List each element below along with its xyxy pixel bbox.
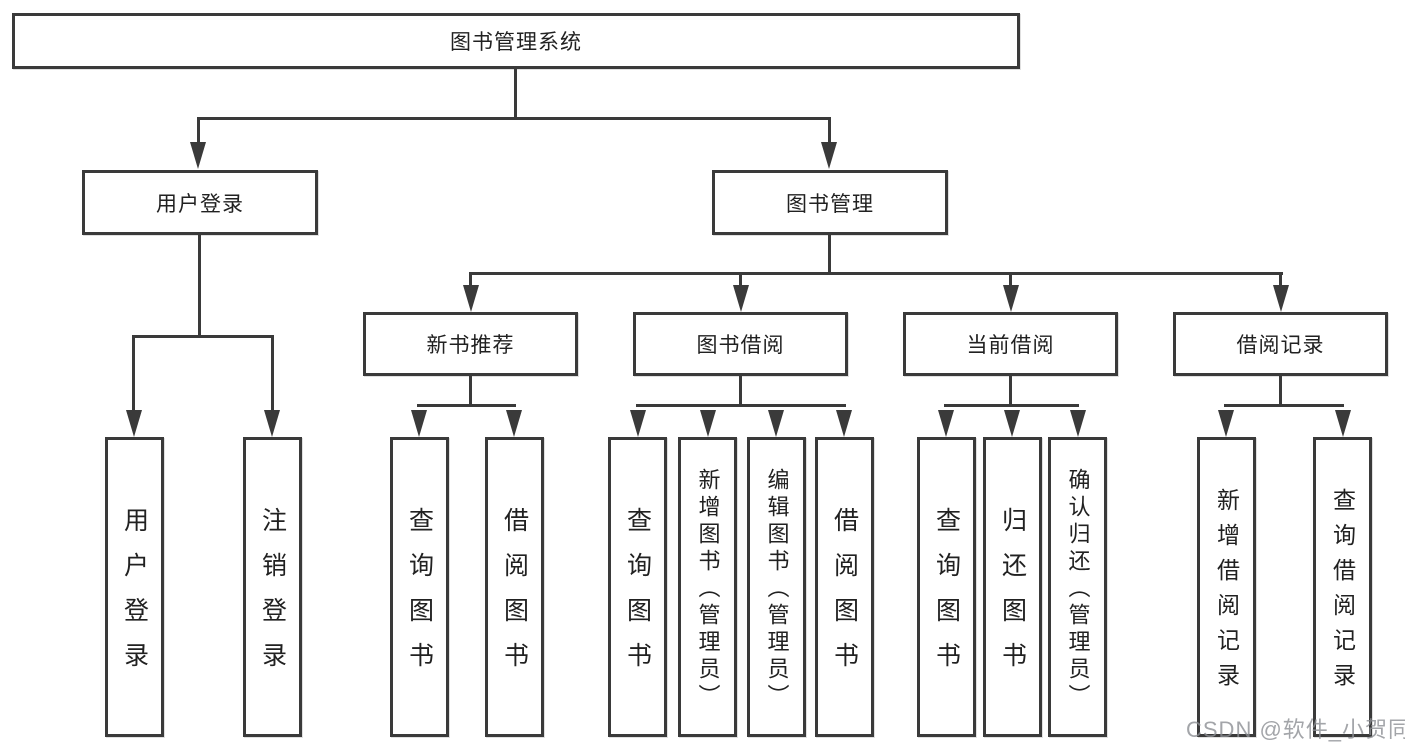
connector-newbooks-split: [417, 404, 516, 407]
arrow-down-icon: [411, 410, 427, 437]
leaf-logout: 注销登录: [243, 437, 302, 737]
connector-borrowrecords-split: [1224, 404, 1344, 407]
connector-bookmgmt-drop: [1009, 272, 1012, 288]
leaf-records-add-label: 新增借阅记录: [1213, 488, 1240, 698]
connector-root-stem: [514, 68, 517, 120]
arrow-down-icon: [938, 410, 954, 437]
connector-root-right-drop: [828, 117, 831, 145]
arrow-down-icon: [836, 410, 852, 437]
leaf-current-confirm-label: 确认归还（管理员）: [1065, 468, 1091, 711]
leaf-borrow-borrow: 借阅图书: [815, 437, 874, 737]
arrow-down-icon: [1003, 285, 1019, 312]
connector-newbooks-stem: [469, 376, 472, 407]
node-new-books: 新书推荐: [363, 312, 578, 376]
connector-currentborrow-split: [944, 404, 1079, 407]
leaf-borrow-borrow-label: 借阅图书: [830, 507, 859, 687]
node-book-management-label: 图书管理: [786, 192, 874, 216]
leaf-newbooks-borrow-label: 借阅图书: [500, 507, 529, 687]
node-book-borrowing: 图书借阅: [633, 312, 848, 376]
arrow-down-icon: [264, 410, 280, 437]
csdn-watermark: CSDN @软件_小贺同学: [1186, 717, 1405, 742]
leaf-borrow-query-label: 查询图书: [623, 507, 652, 687]
node-user-login-label: 用户登录: [156, 192, 244, 216]
arrow-down-icon: [821, 142, 837, 169]
leaf-borrow-add: 新增图书（管理员）: [678, 437, 737, 737]
leaf-newbooks-query-label: 查询图书: [405, 507, 434, 687]
connector-bookborrow-stem: [739, 376, 742, 407]
leaf-records-add: 新增借阅记录: [1197, 437, 1256, 737]
arrow-down-icon: [190, 142, 206, 169]
leaf-newbooks-borrow: 借阅图书: [485, 437, 544, 737]
node-book-management: 图书管理: [712, 170, 948, 235]
leaf-borrow-query: 查询图书: [608, 437, 667, 737]
node-root: 图书管理系统: [12, 13, 1020, 69]
arrow-down-icon: [630, 410, 646, 437]
leaf-current-confirm: 确认归还（管理员）: [1048, 437, 1107, 737]
connector-bookborrow-split: [636, 404, 846, 407]
leaf-records-query-label: 查询借阅记录: [1329, 488, 1356, 698]
node-borrowing-records-label: 借阅记录: [1236, 334, 1325, 357]
leaf-logout-label: 注销登录: [258, 507, 287, 687]
leaf-borrow-edit-label: 编辑图书（管理员）: [764, 468, 790, 711]
arrow-down-icon: [1218, 410, 1234, 437]
node-current-borrowing-label: 当前借阅: [966, 334, 1055, 357]
leaf-user-login: 用户登录: [105, 437, 164, 737]
arrow-down-icon: [506, 410, 522, 437]
connector-currentborrow-stem: [1009, 376, 1012, 407]
connector-bookmgmt-drop: [469, 272, 472, 288]
node-new-books-label: 新书推荐: [426, 334, 515, 357]
connector-borrowrecords-stem: [1279, 376, 1282, 407]
arrow-down-icon: [126, 410, 142, 437]
leaf-user-login-label: 用户登录: [120, 507, 149, 687]
leaf-current-return-label: 归还图书: [998, 507, 1027, 687]
connector-bookmgmt-split: [469, 272, 1283, 275]
node-book-borrowing-label: 图书借阅: [696, 334, 785, 357]
leaf-borrow-add-label: 新增图书（管理员）: [695, 468, 721, 711]
connector-bookmgmt-drop: [739, 272, 742, 288]
connector-root-left-drop: [197, 117, 200, 145]
arrow-down-icon: [768, 410, 784, 437]
node-user-login: 用户登录: [82, 170, 318, 235]
node-root-label: 图书管理系统: [450, 31, 582, 54]
connector-bookmgmt-stem: [828, 235, 831, 275]
leaf-borrow-edit: 编辑图书（管理员）: [747, 437, 806, 737]
connector-userlogin-split: [132, 335, 274, 338]
connector-userlogin-left-drop: [132, 335, 135, 412]
leaf-current-return: 归还图书: [983, 437, 1042, 737]
arrow-down-icon: [1004, 410, 1020, 437]
connector-userlogin-stem: [198, 235, 201, 337]
node-current-borrowing: 当前借阅: [903, 312, 1118, 376]
connector-userlogin-right-drop: [271, 335, 274, 412]
arrow-down-icon: [1070, 410, 1086, 437]
leaf-current-query-label: 查询图书: [932, 507, 961, 687]
leaf-newbooks-query: 查询图书: [390, 437, 449, 737]
arrow-down-icon: [1273, 285, 1289, 312]
arrow-down-icon: [733, 285, 749, 312]
node-borrowing-records: 借阅记录: [1173, 312, 1388, 376]
connector-bookmgmt-drop: [1279, 272, 1282, 288]
arrow-down-icon: [700, 410, 716, 437]
arrow-down-icon: [1335, 410, 1351, 437]
arrow-down-icon: [463, 285, 479, 312]
leaf-records-query: 查询借阅记录: [1313, 437, 1372, 737]
leaf-current-query: 查询图书: [917, 437, 976, 737]
connector-root-split: [197, 117, 831, 120]
